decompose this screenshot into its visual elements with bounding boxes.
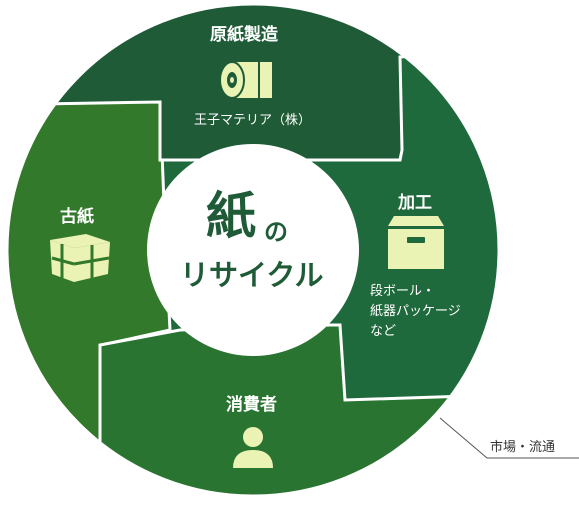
waste-paper-title: 古紙 [60,207,94,227]
center-title-particle: の [264,218,288,246]
ring-outline [7,4,499,496]
processing-subtitle-line-3: など [370,324,397,339]
center-circle [147,144,359,356]
person-icon [233,427,273,468]
processing-subtitle-line-2: 紙器パッケージ [370,304,461,319]
market-label: 市場・流通 [490,440,556,455]
center-title-main: 紙 [206,187,256,245]
consumer-title: 消費者 [226,395,277,415]
manufacture-subtitle: 王子マテリア（株） [194,113,312,128]
manufacture-title: 原紙製造 [210,25,278,45]
center-title-line2: リサイクル [180,258,324,292]
box-icon [388,216,444,269]
market-pointer-line [439,417,579,459]
processing-subtitle-line-1: 段ボール・ [370,284,436,299]
processing-title: 加工 [398,193,432,213]
paper-roll-icon [219,61,272,99]
bundle-icon [50,234,110,282]
